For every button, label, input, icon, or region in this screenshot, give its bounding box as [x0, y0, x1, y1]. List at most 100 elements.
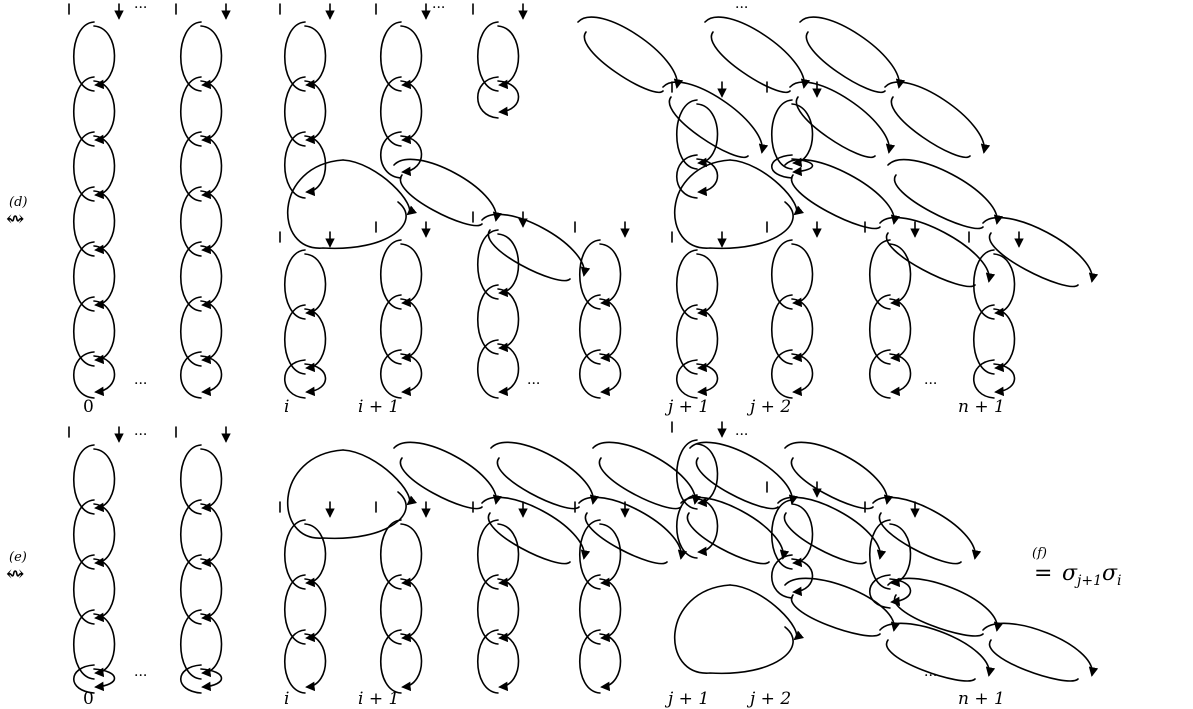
braid-strand: [983, 623, 1092, 675]
braid-strand: [600, 354, 621, 392]
ellipsis: ···: [735, 427, 748, 443]
row-d-strands: [69, 4, 1092, 398]
braid-strand: [990, 640, 1078, 681]
braid-strand: [792, 175, 880, 228]
braid-strand: [201, 136, 222, 195]
braid-strand: [792, 595, 880, 636]
braid-strand: [785, 160, 894, 223]
braid-strand: [772, 100, 792, 169]
braid-strand: [890, 354, 911, 392]
braid-strand: [690, 442, 792, 503]
braid-strand: [74, 352, 94, 398]
braid-strand: [478, 77, 498, 118]
label-i: i: [284, 689, 289, 709]
ellipsis: ···: [924, 376, 937, 392]
braid-strand: [201, 81, 222, 140]
label-0: 0: [83, 397, 94, 417]
braid-strand: [792, 244, 813, 303]
braid-strand: [201, 246, 222, 305]
relation-e: (e) ↭: [6, 550, 27, 587]
braid-strand: [890, 299, 911, 358]
braid-strand: [890, 524, 911, 583]
label-n-plus-1: n + 1: [958, 689, 1005, 709]
braid-strand: [600, 579, 621, 638]
braid-strand: [201, 504, 222, 563]
braid-strand: [201, 669, 222, 687]
ellipsis: ···: [134, 668, 147, 684]
braid-strand: [994, 254, 1015, 313]
braid-strand: [772, 350, 792, 398]
row-d-labels: 0 i i + 1 j + 1 j + 2 n + 1: [83, 397, 1005, 417]
braid-strand: [94, 449, 115, 508]
braid-strand: [94, 504, 115, 563]
braid-strand: [974, 360, 994, 398]
braid-strand: [792, 104, 813, 163]
braid-strand: [288, 450, 406, 538]
braid-strand: [895, 175, 983, 228]
braid-strand: [305, 309, 326, 368]
braid-strand: [675, 585, 793, 673]
braid-strand: [305, 254, 326, 313]
braid-strand: [983, 218, 1092, 281]
final-relation-tag: (f): [1032, 546, 1047, 561]
label-j-plus-1: j + 1: [664, 397, 709, 417]
ellipsis-marks: ··· ··· ··· ··· ··· ··· ··· ··· ··· ···: [134, 0, 937, 684]
braid-strand: [343, 450, 410, 504]
ellipsis: ···: [924, 668, 937, 684]
braid-strand: [600, 634, 621, 687]
ellipsis: ···: [432, 0, 445, 16]
row-e-strands: [69, 422, 1092, 693]
braid-strand: [697, 444, 718, 503]
braid-strand: [201, 559, 222, 618]
braid-strand: [94, 136, 115, 195]
braid-strand: [482, 497, 584, 558]
braid-strand: [895, 595, 983, 636]
braid-strand: [491, 442, 593, 503]
braid-strand: [677, 360, 697, 398]
relation-e-symbol: ↭: [6, 562, 24, 587]
label-j-plus-2: j + 2: [746, 689, 791, 709]
braid-strand: [792, 299, 813, 358]
braid-strand: [94, 246, 115, 305]
braid-strand: [873, 497, 975, 558]
braid-strand: [94, 191, 115, 250]
label-j-plus-1: j + 1: [664, 689, 709, 709]
braid-strand: [305, 579, 326, 638]
braid-strand: [498, 234, 519, 293]
braid-strand: [990, 233, 1078, 286]
braid-strand: [600, 244, 621, 303]
braid-strand: [482, 214, 584, 275]
label-i: i: [284, 397, 289, 417]
braid-strand: [880, 218, 989, 281]
braid-strand: [697, 254, 718, 313]
braid-strand: [994, 309, 1015, 368]
final-equals: =: [1034, 561, 1052, 586]
braid-strand: [343, 160, 410, 214]
braid-strand: [181, 352, 201, 398]
braid-strand: [772, 155, 792, 178]
braid-strand: [94, 301, 115, 360]
ellipsis: ···: [527, 376, 540, 392]
braid-strand: [94, 356, 115, 392]
ellipsis: ···: [134, 376, 147, 392]
braid-strand: [697, 104, 718, 163]
braid-strand: [401, 299, 422, 358]
braid-strand: [201, 356, 222, 392]
braid-strand: [94, 26, 115, 85]
braid-strand: [201, 614, 222, 673]
braid-strand: [305, 26, 326, 85]
braid-strand: [498, 26, 519, 85]
label-n-plus-1: n + 1: [958, 397, 1005, 417]
row-e-labels: 0 i i + 1 j + 1 j + 2 n + 1: [83, 689, 1005, 709]
braid-strand: [381, 132, 401, 178]
braid-strand: [381, 350, 401, 398]
braid-strand: [401, 26, 422, 85]
braid-strand: [772, 555, 792, 598]
result-formula: σj+1σi: [1062, 561, 1122, 589]
ellipsis: ···: [134, 0, 147, 16]
braid-strand: [785, 578, 894, 630]
braid-strand: [697, 309, 718, 368]
braid-strand: [498, 289, 519, 348]
braid-strand: [730, 585, 797, 639]
braid-strand: [498, 344, 519, 392]
